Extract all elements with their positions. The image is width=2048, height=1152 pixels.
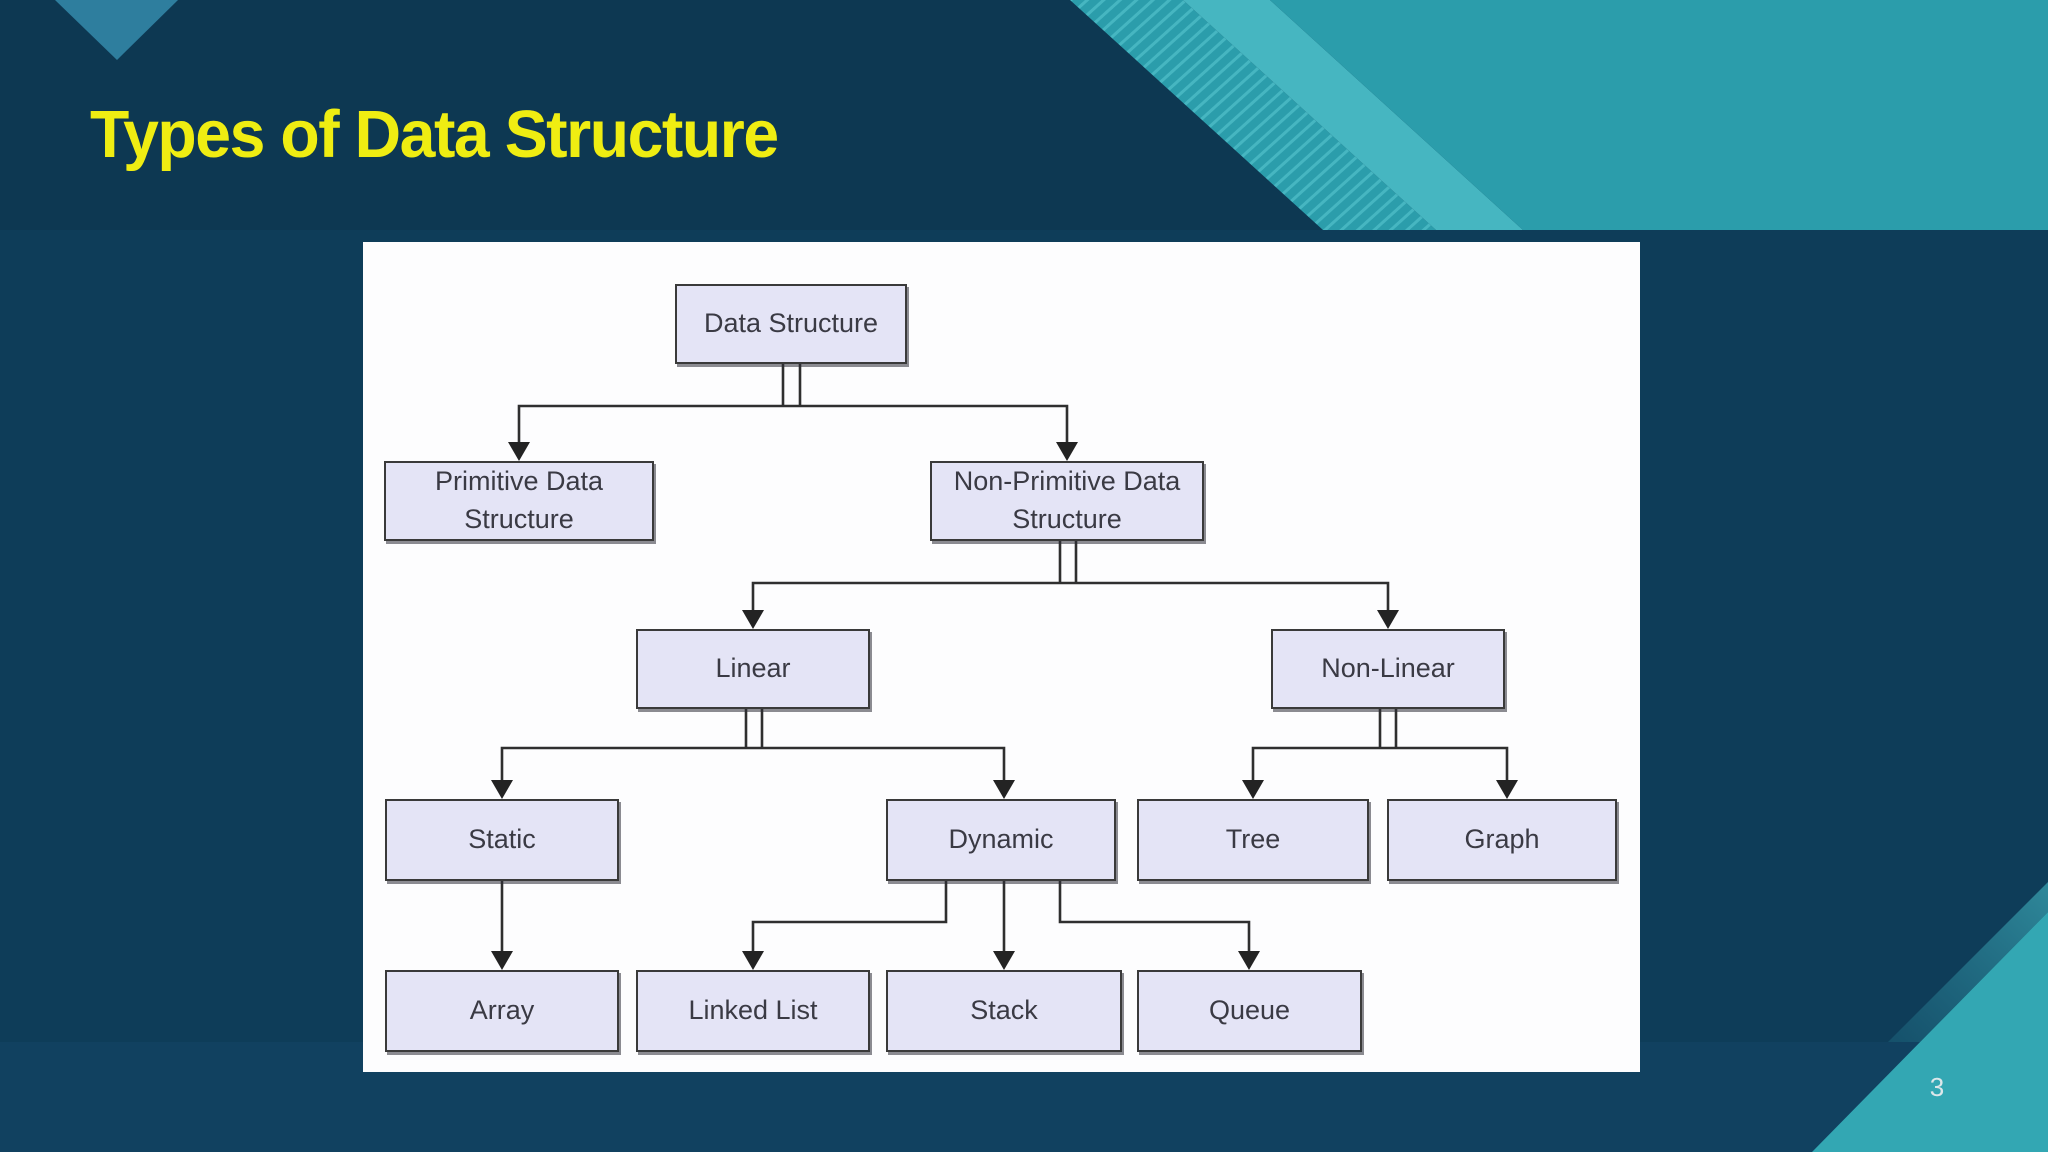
bottom-right-teal-triangle: [1812, 912, 2048, 1152]
top-left-chevron-shape: [55, 0, 178, 60]
node-non-linear: Non-Linear: [1271, 629, 1505, 709]
bottom-right-gradient-stripe: [1888, 882, 2048, 1042]
node-queue: Queue: [1137, 970, 1362, 1052]
node-tree: Tree: [1137, 799, 1369, 881]
node-linked-list: Linked List: [636, 970, 870, 1052]
node-stack: Stack: [886, 970, 1122, 1052]
node-graph: Graph: [1387, 799, 1617, 881]
page-number: 3: [1929, 1072, 1945, 1102]
node-array: Array: [385, 970, 619, 1052]
node-static: Static: [385, 799, 619, 881]
page-title: Types of Data Structure: [90, 97, 779, 172]
node-primitive-data-structure: Primitive Data Structure: [384, 461, 654, 541]
top-right-teal-block: [1270, 0, 2048, 230]
node-data-structure: Data Structure: [675, 284, 907, 364]
node-linear: Linear: [636, 629, 870, 709]
node-dynamic: Dynamic: [886, 799, 1116, 881]
top-right-pinstripe-band: [1070, 0, 1436, 230]
top-right-light-stripe: [1183, 0, 1523, 230]
node-non-primitive-data-structure: Non-Primitive Data Structure: [930, 461, 1204, 541]
